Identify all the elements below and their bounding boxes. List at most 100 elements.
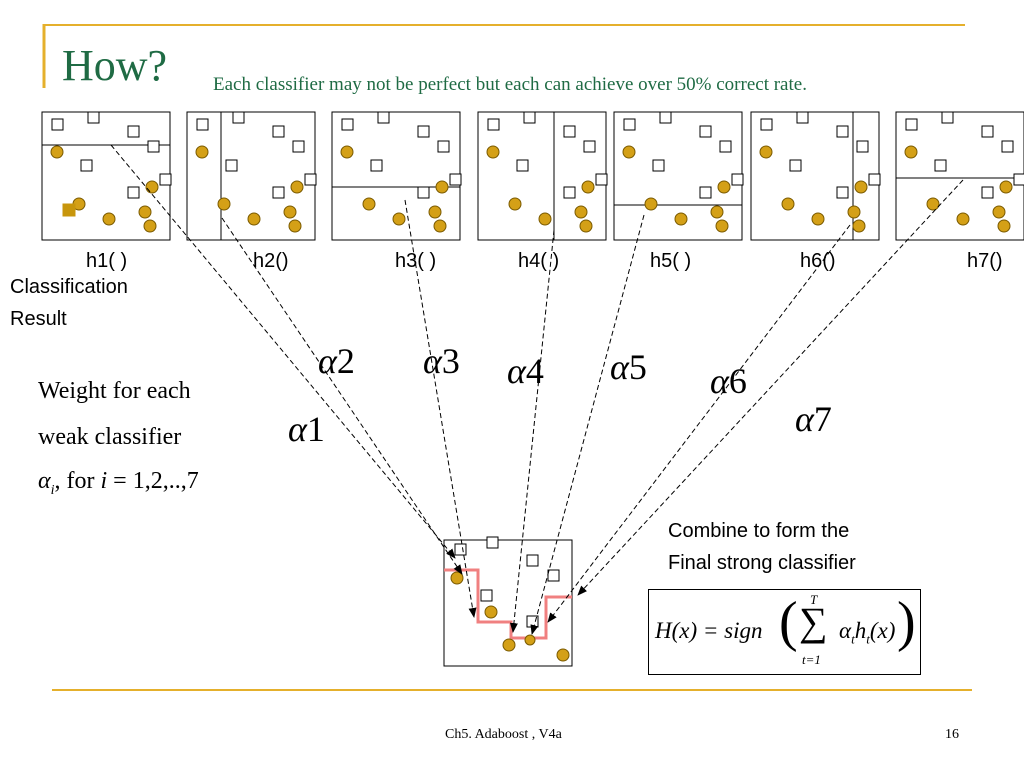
- alpha-3-label: α3: [423, 341, 460, 381]
- sample-circle: [102, 212, 116, 226]
- sample-circle: [138, 205, 152, 219]
- sample-circle: [956, 212, 970, 226]
- alpha-4-label: α4: [507, 351, 544, 391]
- sample-square: [719, 140, 732, 153]
- sample-square: [699, 186, 712, 199]
- alpha-5-label: α5: [610, 347, 647, 387]
- sample-circle: [435, 180, 449, 194]
- classification-result-line2: Result: [10, 308, 67, 330]
- weight-text-line2: weak classifier: [38, 424, 182, 450]
- classification-result-line1: Classification: [10, 276, 128, 298]
- classifier-label-h1: h1( ): [86, 250, 128, 272]
- classifier-box-h7: [895, 111, 1024, 241]
- arrow-alpha-3: [404, 199, 477, 618]
- classifier-box-h2: [186, 111, 317, 241]
- sample-square: [731, 173, 744, 186]
- classifier-label-h6: h6(): [800, 250, 836, 272]
- classifier-box-h1: [41, 111, 172, 241]
- sample-square: [225, 159, 238, 172]
- sample-square: [856, 140, 869, 153]
- classifier-label-h2: h2(): [253, 250, 289, 272]
- final-circle: [556, 648, 570, 662]
- sample-circle: [847, 205, 861, 219]
- classifier-box-h3: [331, 111, 462, 241]
- sample-square: [159, 173, 172, 186]
- sample-circle: [717, 180, 731, 194]
- sample-square: [377, 111, 390, 124]
- sample-square: [417, 125, 430, 138]
- sample-square: [437, 140, 450, 153]
- classifier-box-h6: [750, 111, 881, 241]
- classifier-box-h5: [613, 111, 744, 241]
- classifier-label-h7: h7(): [967, 250, 1003, 272]
- sample-circle: [290, 180, 304, 194]
- sample-circle: [999, 180, 1013, 194]
- sample-square: [659, 111, 672, 124]
- sample-circle: [811, 212, 825, 226]
- misclassified-square: [62, 203, 76, 217]
- sample-circle: [579, 219, 593, 233]
- sample-circle: [508, 197, 522, 211]
- sample-circle: [674, 212, 688, 226]
- sample-square: [292, 140, 305, 153]
- sample-square: [905, 118, 918, 131]
- sample-circle: [759, 145, 773, 159]
- final-square: [454, 543, 467, 556]
- sample-square: [449, 173, 462, 186]
- sample-square: [1001, 140, 1014, 153]
- sample-circle: [852, 219, 866, 233]
- sample-square: [232, 111, 245, 124]
- final-circle: [450, 571, 464, 585]
- sample-square: [417, 186, 430, 199]
- sample-square: [196, 118, 209, 131]
- weight-text-line1: Weight for each: [38, 378, 191, 404]
- sample-circle: [392, 212, 406, 226]
- sample-circle: [710, 205, 724, 219]
- arrow-alpha-6: [547, 224, 851, 623]
- sample-square: [272, 186, 285, 199]
- classifier-frame: [895, 111, 1024, 241]
- sample-square: [563, 125, 576, 138]
- sample-square: [127, 186, 140, 199]
- sample-square: [623, 118, 636, 131]
- sample-square: [80, 159, 93, 172]
- classifier-box-h4: [477, 111, 608, 241]
- alpha-1-label: α1: [288, 409, 325, 449]
- sample-circle: [50, 145, 64, 159]
- sample-circle: [997, 219, 1011, 233]
- alpha-7-label: α7: [795, 399, 832, 439]
- sample-square: [1013, 173, 1024, 186]
- formula-sum-bottom: t=1: [802, 652, 821, 667]
- classifier-boxes: [41, 111, 1024, 241]
- sample-circle: [581, 180, 595, 194]
- sample-square: [272, 125, 285, 138]
- final-circle: [484, 605, 498, 619]
- sample-square: [370, 159, 383, 172]
- arrow-alpha-7: [577, 179, 964, 596]
- sample-circle: [715, 219, 729, 233]
- final-square: [547, 569, 560, 582]
- sample-square: [760, 118, 773, 131]
- alpha-2-label: α2: [318, 341, 355, 381]
- combine-text-line1: Combine to form the: [668, 520, 850, 542]
- sample-circle: [433, 219, 447, 233]
- sample-circle: [217, 197, 231, 211]
- classifier-label-h3: h3( ): [395, 250, 437, 272]
- final-circle: [502, 638, 516, 652]
- sample-square: [941, 111, 954, 124]
- sample-square: [699, 125, 712, 138]
- sample-square: [934, 159, 947, 172]
- final-square: [486, 536, 499, 549]
- sample-circle: [644, 197, 658, 211]
- sample-square: [563, 186, 576, 199]
- sample-square: [981, 186, 994, 199]
- formula-lhs: H(x) = sign: [655, 618, 763, 643]
- sample-circle: [538, 212, 552, 226]
- sample-square: [87, 111, 100, 124]
- sample-square: [796, 111, 809, 124]
- final-circle: [524, 634, 536, 646]
- final-square: [480, 589, 493, 602]
- sample-circle: [486, 145, 500, 159]
- sample-circle: [362, 197, 376, 211]
- page-number: 16: [945, 727, 959, 742]
